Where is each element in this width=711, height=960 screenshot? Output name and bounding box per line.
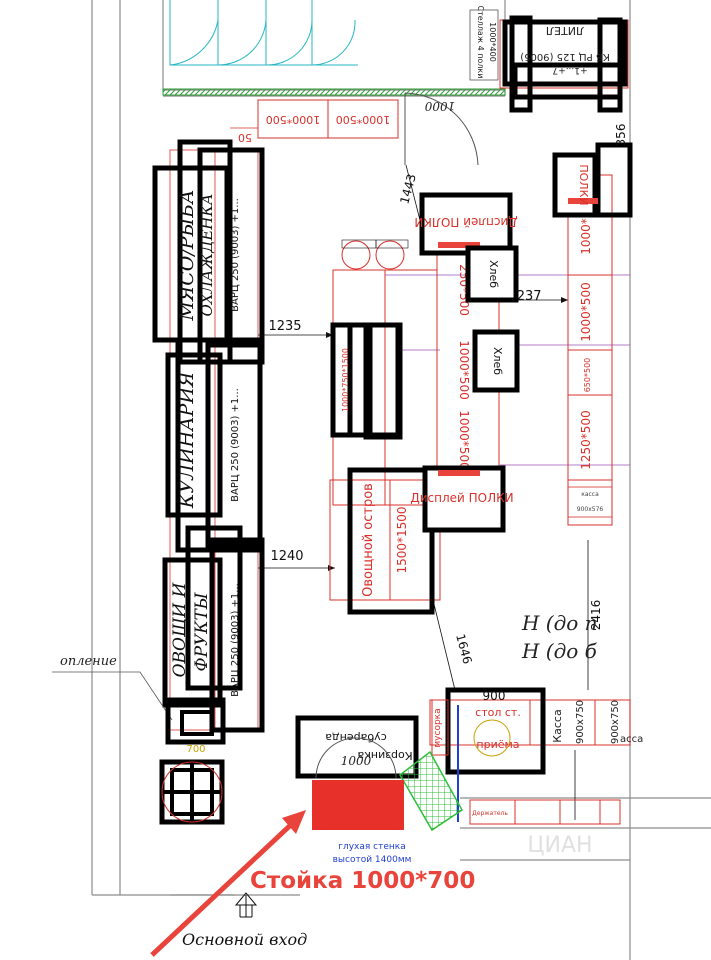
right-display-label: ПОЛКИ — [577, 164, 590, 205]
top-shelf-1-label: 1000*500 — [266, 113, 321, 126]
culinary-label: КУЛИНАРИЯ — [176, 371, 198, 509]
checkout-1-label: Касса — [551, 709, 564, 742]
dim-1000-bottom: 1000 — [341, 754, 372, 768]
counter-callout-label: Стойка 1000*700 — [250, 868, 475, 894]
basket-sublease: Корзинка субаренда 1000 — [295, 715, 419, 779]
counter-callout: Стойка 1000*700 — [150, 810, 475, 957]
dim-1646: 1646 — [453, 632, 474, 665]
green-wall-strip — [162, 88, 506, 96]
island-dim-label: 1500*1500 — [395, 506, 409, 573]
top-shelves: 1000*500 1000*500 1000 50 — [230, 99, 455, 144]
top-fixture-sub: КБ РЦ 125 (9005) — [520, 51, 610, 62]
heating-units: опление 700 — [52, 654, 226, 825]
barrel-2-label: ВАРЦ 250 (9003) +1... — [230, 388, 241, 502]
left-fridge-run: МЯСО/РЫБА ОХЛАЖДЕНКА ВАРЦ 250 (9003) +1.… — [152, 139, 265, 733]
heating-label: опление — [60, 654, 117, 669]
dim-900-label: 900 — [483, 689, 506, 703]
top-shelf-2-label: 1000*500 — [336, 113, 391, 126]
main-entrance-label: Основной вход — [182, 930, 307, 949]
vegetables-label: ОВОЩИ И — [170, 581, 190, 677]
cash-note-dim-label: 900х576 — [577, 506, 604, 513]
table-label-2: приёма — [476, 738, 519, 751]
top-fixture-label: ЛИТЕЛ — [546, 24, 584, 37]
dim-2416: 2416 — [589, 600, 603, 631]
note-h1: Н (до п — [521, 611, 598, 635]
vegetable-island-label: Овощной остров — [361, 483, 376, 597]
dim-1235: 1235 — [268, 319, 301, 334]
display-shelves-top: Дисплей ПОЛКИ — [414, 192, 518, 256]
bread-boxes: Хлеб Хлеб — [465, 245, 520, 393]
trash-label: мусорка — [433, 708, 443, 747]
right-1000-500-b-label: 1000*500 — [579, 282, 593, 341]
bread-2-label: Хлеб — [491, 347, 504, 375]
vegetable-island: Овощной остров 1500*1500 Дисплей ПОЛКИ — [329, 465, 514, 615]
dim-50: 50 — [238, 131, 252, 144]
island-small-label: 1000*750*1500 — [341, 348, 350, 412]
display-shelves-top-label: Дисплей ПОЛКИ — [414, 215, 517, 229]
checkout-area: Касса 900х750 900х750 асса 900 стол ст. … — [429, 687, 643, 822]
checkout-2-label: асса — [620, 734, 643, 745]
right-1250-500-label: 1250*500 — [579, 410, 593, 469]
barrel-1-label: ВАРЦ 250 (9003) +1... — [230, 198, 241, 312]
col-1000-500-b-label: 1000*500 — [457, 410, 471, 469]
dim-1240: 1240 — [270, 549, 303, 564]
table-label: стол ст. — [475, 706, 521, 719]
fruits-label: ФРУКТЫ — [192, 592, 212, 671]
dim-356: 356 — [614, 124, 628, 147]
blind-wall-label: глухая стенка — [338, 842, 406, 852]
bread-1-label: Хлеб — [487, 260, 500, 288]
swing-door — [404, 92, 479, 166]
shelf-note-dim: 1000*400 — [488, 22, 497, 62]
cash-note-label: касса — [581, 491, 599, 498]
note-h2: Н (до б — [521, 639, 598, 663]
glass-doors — [169, 0, 358, 66]
barrel-3-label: ВАРЦ 250 (9003) +1... — [230, 583, 241, 697]
dim-700-label: 700 — [186, 744, 205, 755]
shelf-note: Стеллаж 4 полки — [476, 6, 485, 79]
watermark-text: ЦИАН — [527, 833, 592, 858]
shopping-cart-area — [399, 750, 463, 832]
display-shelves-mid-label: Дисплей ПОЛКИ — [410, 491, 513, 505]
checkout-dim-2-label: 900х750 — [610, 700, 621, 744]
checkout-dim-1-label: 900х750 — [575, 700, 586, 744]
blind-wall-height-label: высотой 1400мм — [333, 855, 412, 865]
counter-stand — [312, 780, 404, 830]
chilled-label: ОХЛАЖДЕНКА — [198, 194, 216, 317]
top-fixture-sub2: +1...+7 — [552, 65, 587, 75]
col-1000-500-a-label: 1000*500 — [457, 340, 471, 399]
right-shelving: 1000*500 1000*500 650*500 1250*500 касса… — [552, 124, 633, 526]
right-650-500-label: 650*500 — [583, 358, 592, 393]
entrance-arrow: Основной вход — [182, 892, 307, 949]
dim-1000-top: 1000 — [424, 99, 455, 113]
meat-fish-label: МЯСО/РЫБА — [176, 189, 198, 321]
bottom-racks: Держатель ЦИАН — [469, 799, 621, 858]
rack-label: Держатель — [472, 810, 508, 817]
top-fridge-unit: ЛИТЕЛ КБ РЦ 125 (9005) +1...+7 Стеллаж 4… — [469, 6, 629, 113]
dim-1443: 1443 — [397, 172, 418, 205]
basket-label: Корзинка — [357, 749, 412, 762]
